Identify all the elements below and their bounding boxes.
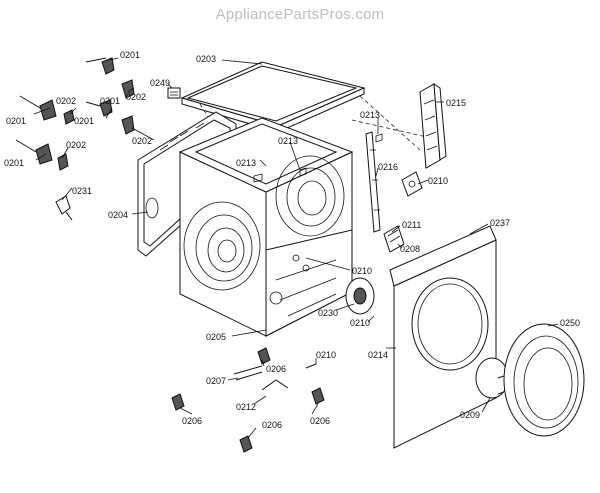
bracket-0210 [401,171,423,197]
label-0210: 0210 [428,176,448,186]
label-0214: 0214 [368,350,388,360]
label-0210: 0210 [352,266,372,276]
brace-0216 [365,131,381,233]
label-0202: 0202 [132,136,152,146]
motor-mount [345,277,375,315]
door [497,323,585,437]
label-0210: 0210 [316,350,336,360]
label-0201: 0201 [4,158,24,168]
label-0201: 0201 [100,96,120,106]
label-0237: 0237 [490,218,510,228]
label-0216: 0216 [378,162,398,172]
label-0202: 0202 [66,140,86,150]
label-0203: 0203 [196,54,216,64]
feet-and-hoses [171,347,325,453]
label-0208: 0208 [400,244,420,254]
label-0202: 0202 [126,92,146,102]
label-0249: 0249 [150,78,170,88]
label-0205: 0205 [206,332,226,342]
part-labels: 0201 0202 0249 0203 0201 0202 0201 0201 … [4,50,580,430]
label-0207: 0207 [206,376,226,386]
label-0215: 0215 [446,98,466,108]
label-0206: 0206 [266,364,286,374]
label-0213: 0213 [278,136,298,146]
label-0210: 0210 [350,318,370,328]
label-0211: 0211 [402,220,421,230]
bracket-0215 [419,83,447,169]
cabinet [178,117,354,337]
bracket-0249 [167,87,181,99]
label-0213: 0213 [360,110,380,120]
watermark: AppliancePartsPros.com [215,6,385,23]
hinge-parts [15,57,135,221]
label-0204: 0204 [108,210,128,220]
label-0230: 0230 [318,308,338,318]
label-0201: 0201 [120,50,140,60]
label-0209: 0209 [460,410,480,420]
leader-lines [33,57,559,439]
label-0206: 0206 [262,420,282,430]
label-0231: 0231 [72,186,92,196]
label-0206: 0206 [310,416,330,426]
front-panel [389,225,497,449]
label-0202: 0202 [56,96,76,106]
label-0201: 0201 [6,116,26,126]
label-0213: 0213 [236,158,256,168]
label-0250: 0250 [560,318,580,328]
label-0201: 0201 [74,116,94,126]
label-0206: 0206 [182,416,202,426]
label-0212: 0212 [236,402,256,412]
